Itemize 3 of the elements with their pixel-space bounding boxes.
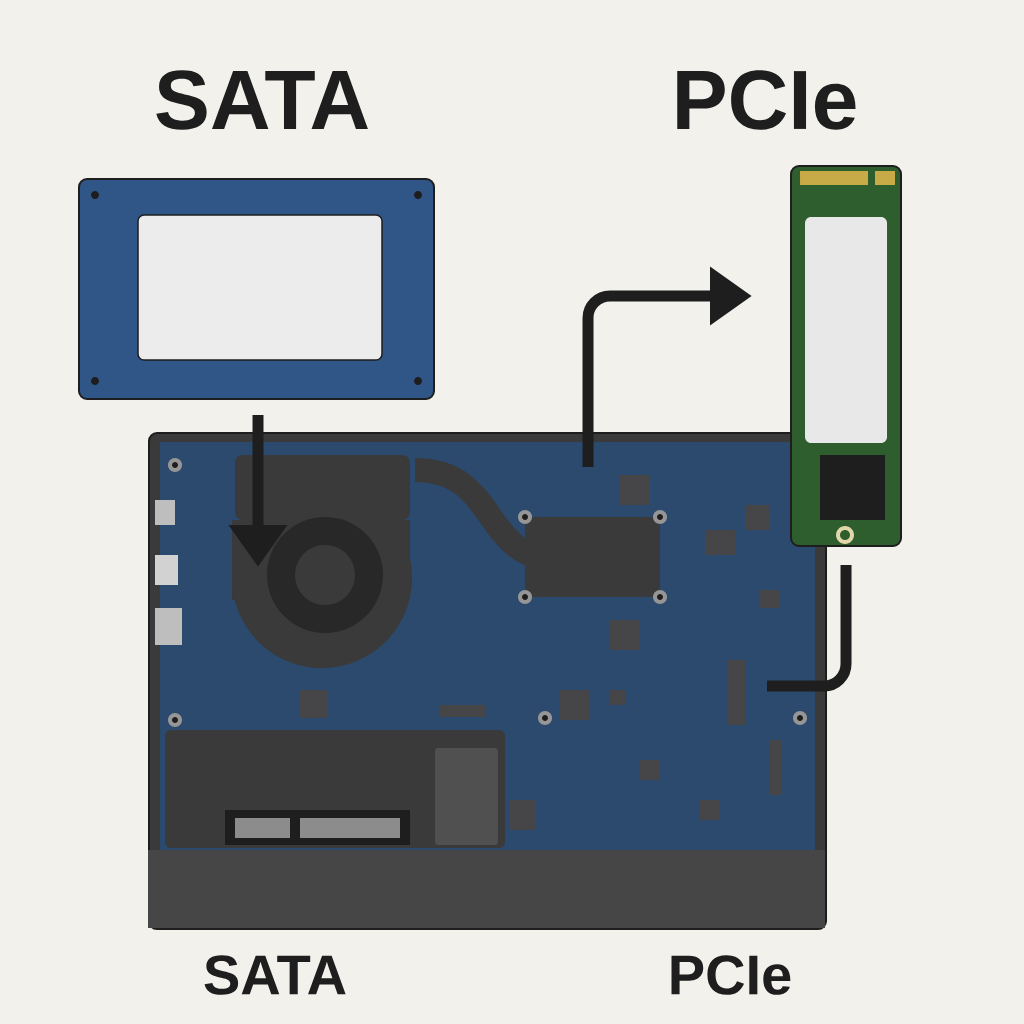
heading: PCIe (677, 70, 856, 130)
heading: SATA (156, 70, 368, 130)
laptop-motherboard-drawing (148, 432, 827, 930)
